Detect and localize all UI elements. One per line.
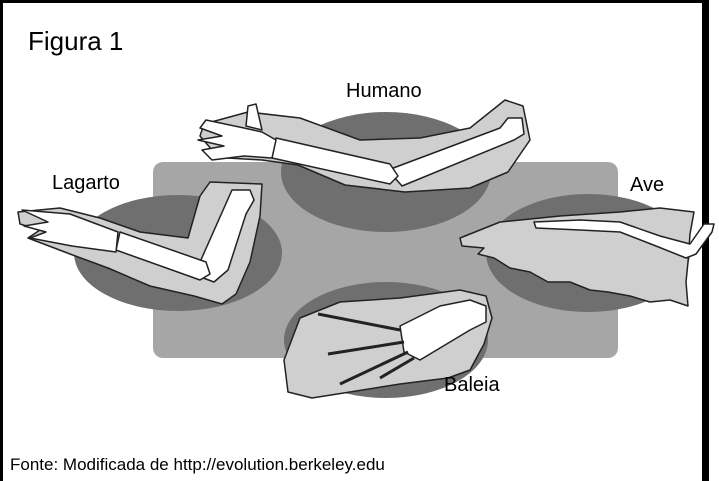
label-lizard: Lagarto [52,172,120,194]
human-thumb [246,104,262,130]
label-bird: Ave [630,174,664,196]
figure-source: Fonte: Modificada de http://evolution.be… [10,456,385,473]
label-whale: Baleia [444,374,500,396]
label-human: Humano [346,80,422,102]
